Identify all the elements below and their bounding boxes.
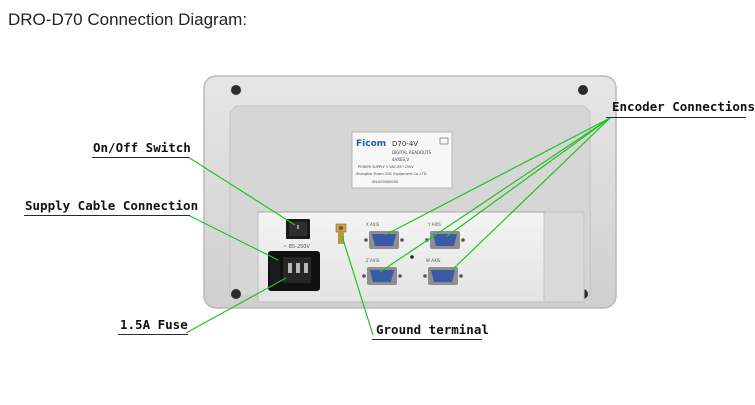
encoder-connector-1: X AXIS [364, 222, 404, 249]
page-title: DRO-D70 Connection Diagram: [8, 10, 248, 29]
encoder-label-underline [606, 117, 746, 118]
nameplate-line2: 4AXES,V [392, 157, 409, 162]
encoder-connector-3: Z AXIS [362, 258, 402, 285]
supply-cable-label: Supply Cable Connection [25, 198, 199, 213]
nameplate-model: D70-4V [392, 140, 418, 148]
encoder-connector-2: Y AXIS [425, 222, 465, 249]
leader-encoder-4 [451, 117, 611, 271]
onoff-switch-label: On/Off Switch [93, 140, 191, 155]
svg-text:W AXIS: W AXIS [426, 258, 441, 263]
leader-onoff [187, 156, 296, 226]
screw-hole [578, 85, 588, 95]
svg-text:~ 85-250V: ~ 85-250V [283, 244, 310, 250]
fuse-label-underline [118, 334, 188, 335]
fuse-drawer [270, 259, 280, 283]
leader-encoder-2 [445, 117, 611, 238]
nameplate-brand: Ficom [356, 139, 386, 149]
svg-text:Y AXIS: Y AXIS [427, 222, 441, 227]
nameplate: Ficom D70-4V DIGITAL READOUTS 4AXES,V PO… [351, 131, 453, 189]
leader-supply [187, 214, 279, 261]
screw-hole [231, 289, 241, 299]
power-inlet [268, 251, 320, 291]
svg-text:Z AXIS: Z AXIS [366, 258, 380, 263]
nameplate-line1: DIGITAL READOUTS [392, 150, 432, 155]
ce-mark [439, 137, 449, 145]
nameplate-serial: SN:000000000 [372, 180, 398, 184]
supply-label-underline [24, 215, 190, 216]
encoder-connector-4: W AXIS [423, 258, 463, 285]
ground-label-underline [372, 339, 482, 340]
nameplate-line4: Shanghai Ficom CNC Equipment Co.,LTD [356, 172, 427, 176]
onoff-label-underline [92, 157, 189, 158]
power-switch: ~ 85-250V [283, 219, 310, 250]
screw-hole [231, 85, 241, 95]
ground-terminal-label: Ground terminal [376, 322, 489, 337]
leader-fuse [185, 277, 287, 334]
leader-encoder-3 [379, 117, 611, 273]
fuse-label: 1.5A Fuse [120, 317, 188, 332]
leader-ground [341, 235, 374, 336]
leader-encoder-1 [384, 117, 611, 236]
nameplate-line3: POWER SUPPLY 5 VAC 85~250V [358, 165, 414, 169]
indicator-hole [410, 255, 414, 259]
ground-terminal [335, 223, 347, 244]
svg-text:X AXIS: X AXIS [366, 222, 380, 227]
leader-lines [185, 117, 611, 336]
encoder-connections-label: Encoder Connections [612, 99, 755, 114]
